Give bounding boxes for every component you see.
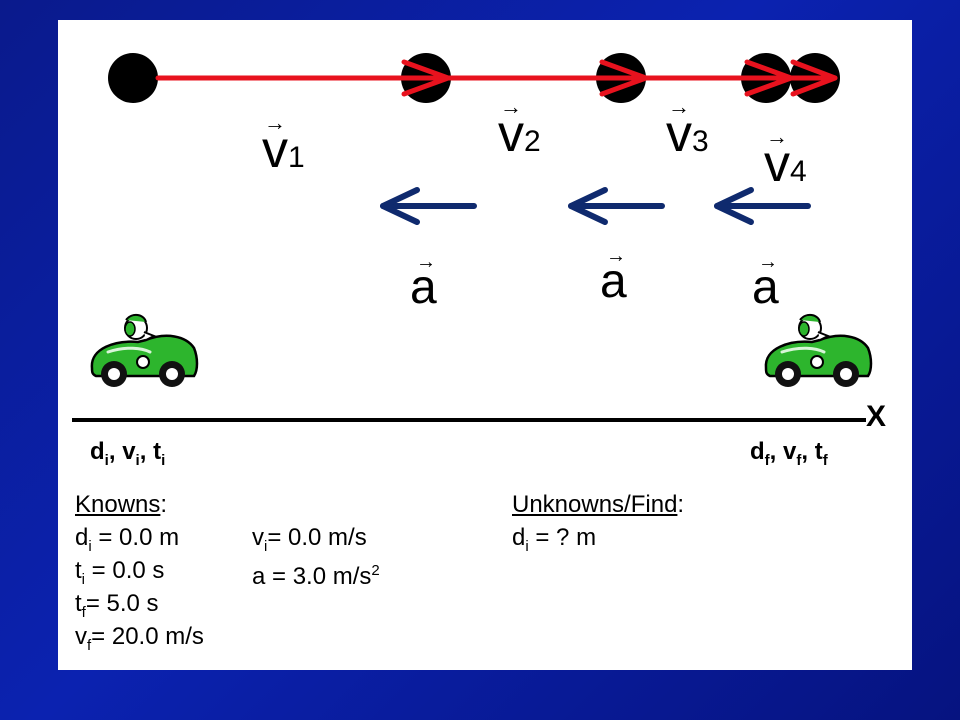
known-tf: tf= 5.0 s xyxy=(75,587,204,621)
velocity-label-1: → v1 xyxy=(262,112,305,179)
velocity-subscript: 2 xyxy=(524,125,541,158)
velocity-subscript: 1 xyxy=(288,141,305,174)
car-icon xyxy=(90,334,199,387)
slide-canvas: → v1 → v2 → v3 → v4 → a → a → a X di, vi… xyxy=(58,20,912,670)
symbol: t xyxy=(75,590,82,617)
subscript: f xyxy=(81,603,86,621)
subscript: i xyxy=(525,537,529,555)
x-axis-label: X xyxy=(866,400,887,433)
vector-arrow-icon: → xyxy=(264,110,286,135)
acceleration-symbol: a xyxy=(600,255,627,308)
known-di: di = 0.0 m xyxy=(75,521,204,555)
subscript: i xyxy=(135,451,140,469)
acceleration-symbol: a xyxy=(752,261,779,314)
symbol: d xyxy=(512,524,526,551)
velocity-label-3: → v3 xyxy=(666,96,709,163)
knowns-heading-row: Knowns: xyxy=(75,488,204,521)
acceleration-arrow-1 xyxy=(380,187,477,225)
velocity-symbol: v xyxy=(498,105,524,163)
car-icon-start xyxy=(90,314,199,387)
velocity-subscript: 3 xyxy=(692,125,709,158)
acceleration-label-1: → a xyxy=(410,252,437,314)
vector-arrow-icon: → xyxy=(500,94,522,119)
knowns-block: Knowns: di = 0.0 m ti = 0.0 s tf= 5.0 s … xyxy=(75,488,204,654)
car-icon-end xyxy=(764,314,873,387)
symbol-t: t xyxy=(153,438,162,465)
knowns-second-column: vi= 0.0 m/s a = 3.0 m/s2 xyxy=(252,521,380,590)
value: = 20.0 m/s xyxy=(91,623,204,650)
value: = 5.0 s xyxy=(85,590,159,617)
subscript: i xyxy=(264,537,268,555)
final-state-label: df, vf, tf xyxy=(750,438,828,469)
symbol-v: v xyxy=(783,438,797,465)
car-icon xyxy=(764,334,873,387)
unknowns-block: Unknowns/Find: di = ? m xyxy=(512,488,684,555)
known-vf: vf= 20.0 m/s xyxy=(75,620,204,654)
value: = 0.0 m xyxy=(91,524,180,551)
value: a = 3.0 m/s xyxy=(252,563,372,590)
symbol-v: v xyxy=(122,438,136,465)
acceleration-label-3: → a xyxy=(752,252,779,314)
velocity-arrow-4 xyxy=(788,59,838,97)
colon: : xyxy=(677,491,685,518)
motion-diagram xyxy=(72,53,873,422)
driver-dog-icon xyxy=(124,314,157,341)
subscript: i xyxy=(81,570,86,588)
velocity-arrow-2 xyxy=(445,59,649,97)
driver-dog-icon xyxy=(798,314,831,341)
velocity-subscript: 4 xyxy=(790,155,807,188)
velocity-label-4: → v4 xyxy=(764,126,807,193)
acceleration-label-2: → a xyxy=(600,246,627,308)
vector-arrow-icon: → xyxy=(668,94,690,119)
known-ti: ti = 0.0 s xyxy=(75,554,204,588)
vector-arrow-icon: → xyxy=(416,251,436,273)
symbol: t xyxy=(75,557,82,584)
position-dot-1 xyxy=(108,53,158,103)
velocity-symbol: v xyxy=(666,105,692,163)
subscript: f xyxy=(822,451,828,469)
subscript: i xyxy=(104,451,109,469)
subscript: f xyxy=(764,451,770,469)
symbol: v xyxy=(75,623,87,650)
velocity-symbol: v xyxy=(764,135,790,193)
symbol-t: t xyxy=(814,438,823,465)
acceleration-symbol: a xyxy=(410,261,437,314)
velocity-symbol: v xyxy=(262,121,288,179)
knowns-heading: Knowns xyxy=(75,491,161,518)
value: = 0.0 s xyxy=(85,557,165,584)
subscript: i xyxy=(161,451,166,469)
known-a: a = 3.0 m/s2 xyxy=(252,554,380,590)
symbol-d: d xyxy=(90,438,105,465)
unknown-di: di = ? m xyxy=(512,521,684,555)
symbol: v xyxy=(252,524,264,551)
unknowns-heading: Unknowns/Find xyxy=(512,491,678,518)
value: = ? m xyxy=(528,524,597,551)
vector-arrow-icon: → xyxy=(766,124,788,149)
subscript: f xyxy=(87,636,92,654)
vector-arrow-icon: → xyxy=(758,251,778,273)
subscript: f xyxy=(796,451,802,469)
value: = 0.0 m/s xyxy=(267,524,367,551)
superscript: 2 xyxy=(371,562,380,579)
velocity-label-2: → v2 xyxy=(498,96,541,163)
acceleration-arrow-2 xyxy=(568,187,665,225)
initial-state-label: di, vi, ti xyxy=(90,438,166,469)
unknowns-heading-row: Unknowns/Find: xyxy=(512,488,684,521)
colon: : xyxy=(160,491,168,518)
subscript: i xyxy=(88,537,92,555)
symbol-d: d xyxy=(750,438,765,465)
vector-arrow-icon: → xyxy=(606,245,626,267)
known-vi: vi= 0.0 m/s xyxy=(252,521,380,555)
acceleration-arrow-3 xyxy=(714,187,811,225)
symbol: d xyxy=(75,524,89,551)
